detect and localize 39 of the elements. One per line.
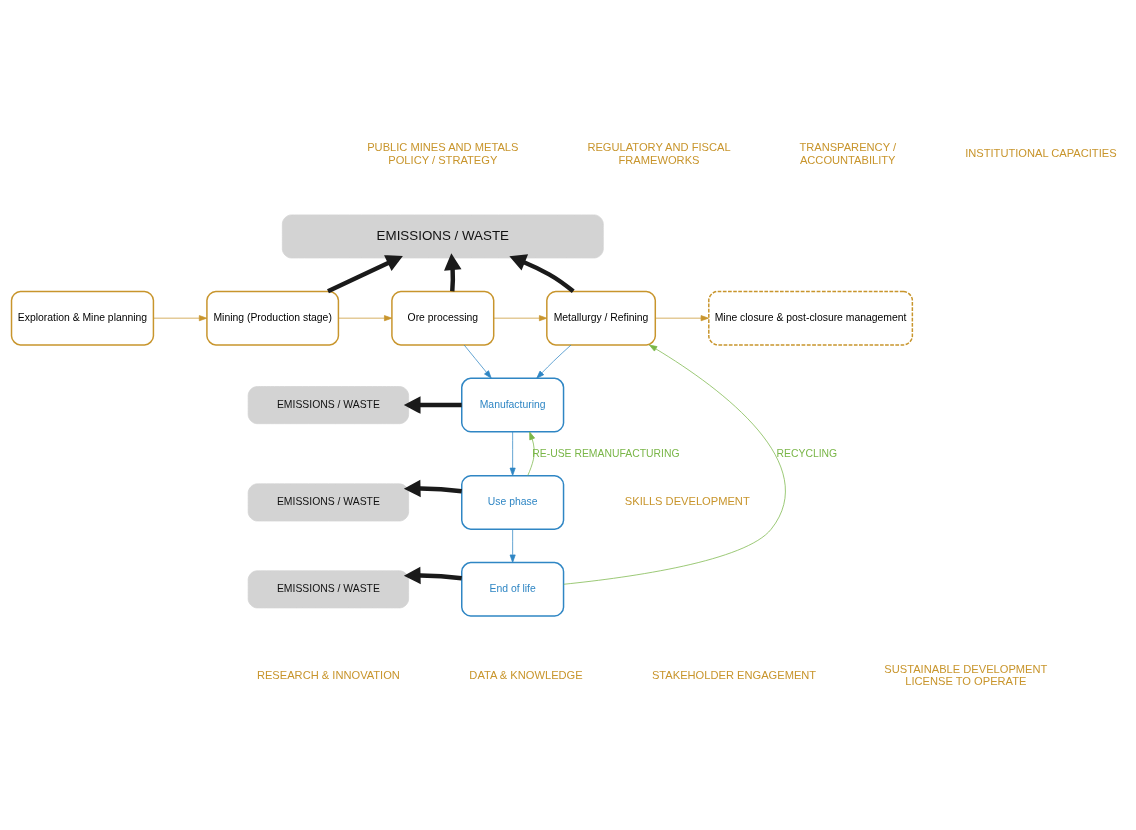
label: RESEARCH & INNOVATION (256, 668, 400, 681)
node-box: EMISSIONS / WASTE (247, 569, 409, 608)
arrow (493, 314, 548, 321)
label: INSTITUTIONAL CAPACITIES (965, 146, 1117, 159)
node-box: Ore processing (391, 290, 495, 346)
node-box: End of life (461, 561, 565, 617)
edge-label: RECYCLING (776, 447, 838, 459)
arrow (655, 314, 709, 321)
arrow (563, 344, 786, 585)
node-box: EMISSIONS / WASTE (247, 385, 409, 424)
node-box: EMISSIONS / WASTE (281, 214, 604, 258)
arrow (403, 479, 462, 497)
arrow (509, 528, 516, 563)
arrow (403, 566, 462, 584)
label: REGULATORY AND FISCAL FRAMEWORKS (587, 140, 731, 166)
arrow (527, 431, 535, 476)
node-box: Manufacturing (461, 377, 565, 433)
label: SUSTAINABLE DEVELOPMENT LICENSE TO OPERATE (884, 662, 1048, 687)
node-box: Metallurgy / Refining (546, 290, 657, 346)
arrow (509, 431, 516, 476)
arrow (403, 395, 462, 414)
label: STAKEHOLDER ENGAGEMENT (651, 668, 817, 681)
arrow (327, 254, 403, 293)
label: DATA & KNOWLEDGE (469, 668, 583, 681)
arrow (153, 314, 208, 321)
node-box: Use phase (461, 474, 565, 530)
arrow (338, 314, 393, 321)
label: SKILLS DEVELOPMENT (624, 494, 750, 507)
node-box: Exploration & Mine planning (10, 290, 155, 346)
arrow (509, 253, 575, 293)
label: TRANSPARENCY / ACCOUNTABILITY (799, 140, 897, 166)
node-box: Mining (Production stage) (206, 290, 340, 346)
arrow (536, 344, 572, 379)
label: PUBLIC MINES AND METALS POLICY / STRATEGY (367, 140, 519, 166)
arrow (463, 344, 492, 378)
node-box: EMISSIONS / WASTE (247, 483, 409, 521)
node-box: Mine closure & post-closure management (708, 290, 914, 346)
edge-label: RE-USE REMANUFACTURING (532, 447, 680, 459)
arrow (444, 252, 462, 291)
